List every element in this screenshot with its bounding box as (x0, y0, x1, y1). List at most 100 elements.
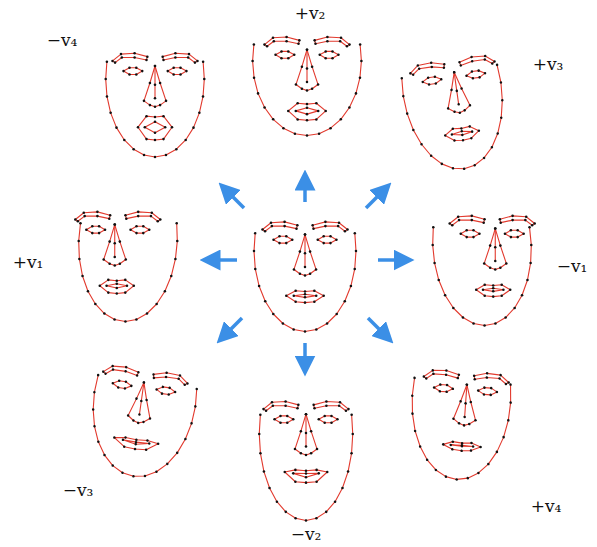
landmark-dot (340, 37, 343, 40)
landmark-dot (162, 115, 165, 118)
landmark-dot (499, 244, 502, 247)
landmark-dot (123, 445, 126, 448)
landmark-dot (478, 76, 481, 79)
landmark-dot (144, 126, 147, 129)
landmark-dot (126, 285, 129, 288)
landmark-dot (154, 97, 157, 100)
landmark-dot (324, 110, 327, 113)
landmark-dot (317, 110, 320, 113)
landmark-dot (105, 285, 108, 288)
landmark-dot (310, 430, 313, 433)
landmark-dot (124, 380, 127, 383)
arrow-down (303, 343, 307, 366)
landmark-dot (494, 260, 497, 263)
landmark-dot (128, 66, 131, 69)
landmark-dot (323, 415, 326, 418)
landmark-dot (446, 384, 449, 387)
direction-label: −v₂ (289, 524, 324, 544)
landmark-dot (336, 418, 339, 421)
landmark-dot (501, 99, 504, 102)
landmark-dot (449, 444, 452, 447)
landmark-dot (324, 225, 327, 228)
landmark-dot (123, 139, 126, 142)
nose (144, 66, 166, 107)
landmark-dot (452, 417, 455, 420)
landmark-dot (264, 230, 267, 233)
landmark-dot (344, 300, 347, 303)
landmark-dot (108, 262, 111, 265)
landmark-dot (119, 262, 122, 265)
landmark-dot (164, 126, 167, 129)
landmark-dot (483, 393, 486, 396)
arrow-up-right (366, 190, 384, 208)
landmark-dot (347, 408, 350, 411)
landmark-dot (142, 420, 145, 423)
landmark-dot (442, 443, 445, 446)
landmark-dot (195, 388, 198, 391)
landmark-dot (477, 69, 480, 72)
inner-lip (145, 122, 165, 133)
eyebrow (265, 37, 300, 46)
landmark-dot (259, 414, 262, 417)
landmark-dot (334, 500, 337, 503)
nose (296, 50, 318, 91)
landmark-dot (304, 290, 307, 293)
landmark-dot (273, 40, 276, 43)
landmark-dot (484, 55, 487, 58)
landmark-dot (293, 54, 296, 57)
landmark-dot (442, 66, 445, 69)
landmark-dot (463, 109, 466, 112)
landmark-dot (286, 415, 289, 418)
landmark-dot (513, 307, 516, 310)
jaw-outline (259, 415, 353, 521)
landmark-dot (135, 232, 138, 235)
landmark-dot (111, 382, 114, 385)
landmark-dot (315, 481, 318, 484)
landmark-dot (458, 422, 461, 425)
landmark-dot (104, 78, 107, 81)
nose (443, 71, 471, 114)
landmark-dot (165, 154, 168, 157)
landmark-dot (282, 322, 285, 325)
landmark-dot (419, 445, 422, 448)
face-shape (431, 215, 536, 327)
landmark-dot (179, 66, 182, 69)
landmark-dot (175, 148, 178, 151)
landmark-dot (458, 61, 461, 64)
landmark-dot (124, 291, 127, 294)
landmark-dot (300, 430, 303, 433)
landmark-dot (531, 224, 534, 227)
landmark-dot (294, 517, 297, 520)
landmark-dot (132, 148, 135, 151)
arrow-up (303, 180, 307, 202)
landmark-dot (451, 127, 454, 130)
landmark-dot (265, 410, 268, 413)
landmark-dot (451, 224, 454, 227)
landmark-dot (102, 258, 105, 261)
landmark-dot (306, 103, 309, 106)
landmark-dot (135, 438, 138, 441)
landmark-dot (184, 139, 187, 142)
landmark-dot (190, 422, 193, 425)
landmark-dot (450, 133, 453, 136)
landmark-dot (287, 50, 290, 53)
landmark-dot (318, 132, 321, 135)
landmark-dot (350, 414, 353, 417)
nose (294, 235, 316, 276)
landmark-dot (96, 215, 99, 218)
landmark-dot (113, 223, 116, 226)
eyebrow (459, 54, 495, 68)
landmark-dot (135, 397, 138, 400)
landmark-dot (135, 225, 138, 228)
landmark-dot (505, 383, 508, 386)
landmark-dot (461, 133, 464, 136)
landmark-dot (113, 256, 116, 259)
landmark-dot (331, 50, 334, 53)
landmark-dot (324, 221, 327, 224)
landmark-dot (154, 65, 157, 68)
landmark-dot (295, 110, 298, 113)
landmark-dot (431, 369, 434, 372)
direction-label: −v₃ (61, 480, 96, 500)
landmark-dot (447, 107, 450, 110)
nose-ridge (495, 229, 496, 261)
